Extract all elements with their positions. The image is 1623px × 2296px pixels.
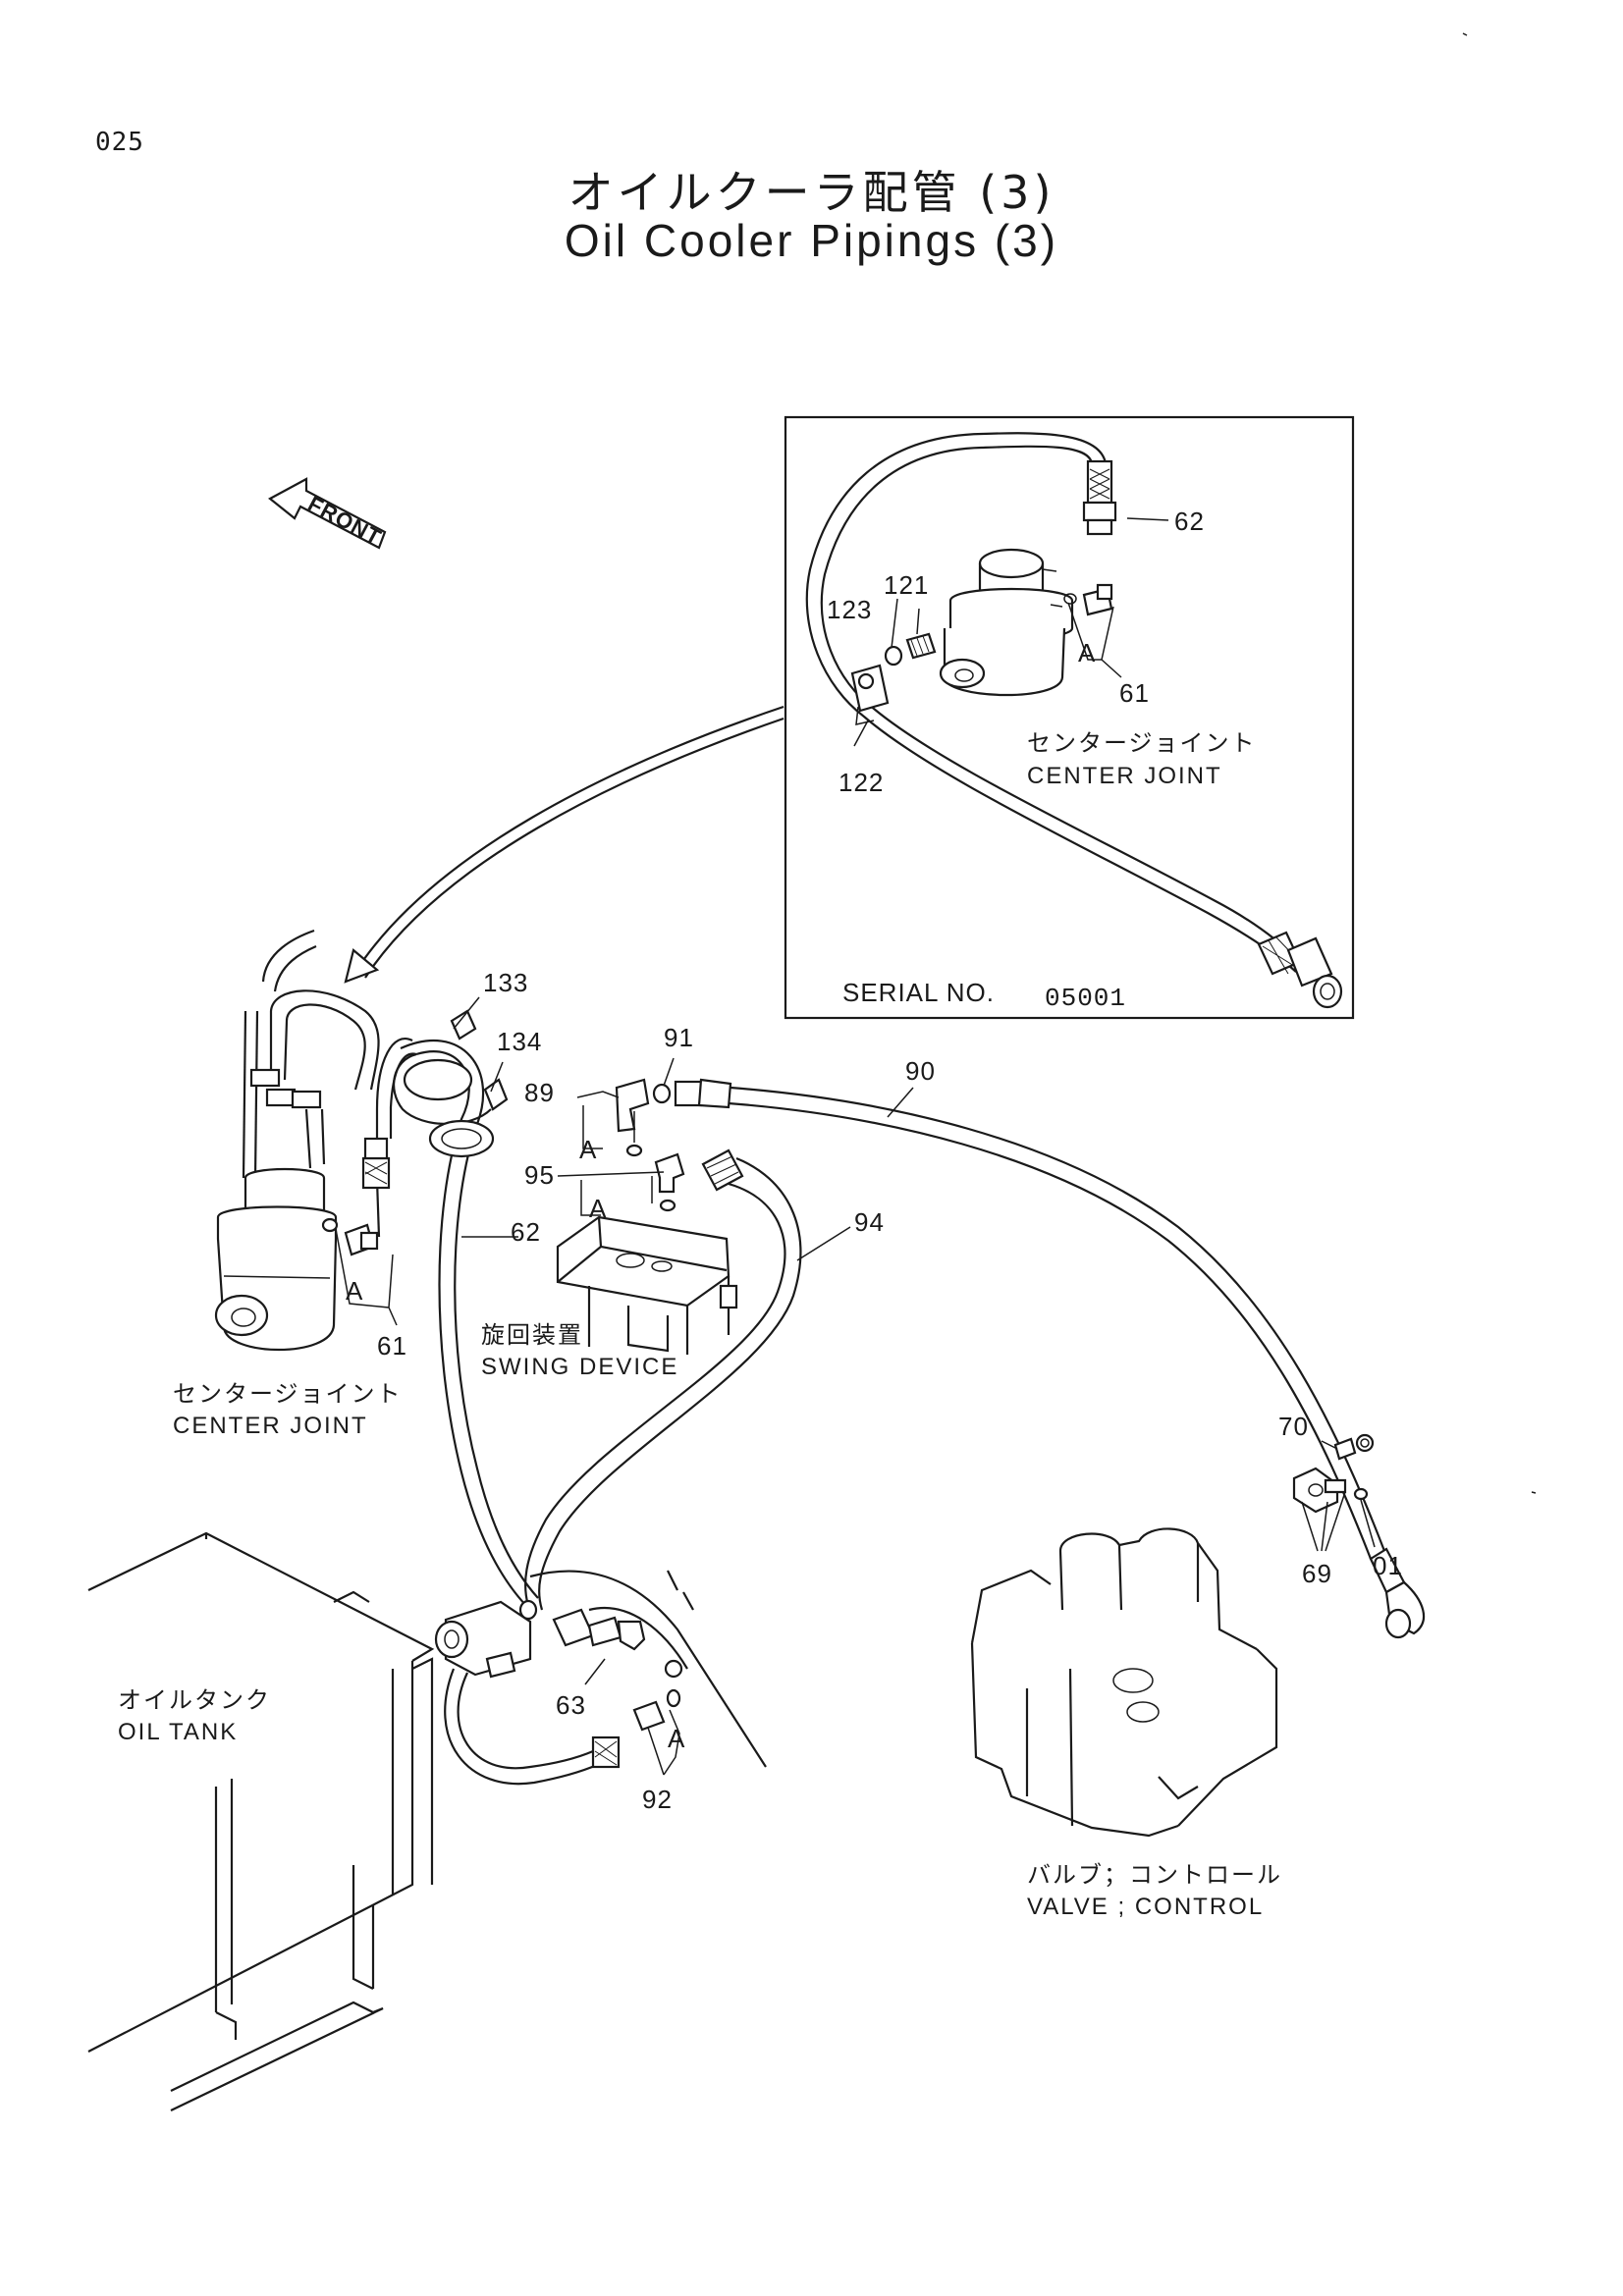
- callout-01: 01: [1373, 1551, 1403, 1580]
- front-direction-arrow: FRONT: [268, 477, 387, 550]
- leader-62-inset: [1126, 517, 1169, 521]
- center-joint-main: [214, 929, 391, 1352]
- leader-94: [796, 1226, 851, 1261]
- control-valve: [970, 1433, 1375, 1838]
- front-arrow-label: FRONT: [304, 491, 386, 550]
- callout-94: 94: [854, 1207, 885, 1237]
- leader-61: [335, 1228, 398, 1326]
- callout-70: 70: [1278, 1412, 1309, 1441]
- callout-a-inset: A: [1078, 638, 1096, 667]
- leader-133: [453, 996, 480, 1030]
- oil-cooler-connector: [434, 1570, 767, 1786]
- inset-center-joint-jp: センタージョイント: [1027, 730, 1257, 757]
- callout-62: 62: [511, 1217, 541, 1247]
- serial-number-value: 05001: [1045, 984, 1126, 1013]
- leader-01: [1360, 1499, 1376, 1548]
- swing-device-label-en: SWING DEVICE: [481, 1354, 678, 1380]
- inset-serial-box: 62 121 123 122 A 61 センタージョイント CENTER JOI…: [784, 415, 1355, 1020]
- leader-92: [647, 1709, 680, 1776]
- leader-89: [576, 1091, 635, 1149]
- callout-95: 95: [524, 1160, 555, 1190]
- hose-94: [523, 1148, 802, 1611]
- leader-95: [557, 1171, 665, 1216]
- callout-92: 92: [642, 1785, 673, 1814]
- callout-a-92: A: [668, 1724, 685, 1753]
- callout-90: 90: [905, 1056, 936, 1086]
- callout-61-inset: 61: [1119, 678, 1150, 708]
- inset-center-joint-en: CENTER JOINT: [1027, 763, 1222, 789]
- callout-89: 89: [524, 1078, 555, 1107]
- callout-133: 133: [483, 968, 528, 997]
- callout-62-inset: 62: [1174, 507, 1205, 536]
- inset-frame: [784, 415, 1355, 1020]
- callout-123: 123: [827, 595, 872, 624]
- callout-69: 69: [1302, 1559, 1332, 1588]
- swing-device-label-jp: 旋回装置: [481, 1322, 583, 1349]
- callout-122: 122: [839, 768, 884, 797]
- leader-69: [1301, 1491, 1346, 1552]
- callout-a-61: A: [346, 1276, 363, 1306]
- clamp-133-134: [403, 1009, 509, 1158]
- leader-70: [1321, 1440, 1338, 1450]
- leaders-inset-small: [853, 598, 920, 747]
- center-joint-label-jp: センタージョイント: [173, 1381, 403, 1408]
- inset-center-joint: [884, 548, 1113, 697]
- callout-91: 91: [664, 1023, 694, 1052]
- callout-61: 61: [377, 1331, 407, 1361]
- leader-61-inset: [1067, 602, 1122, 678]
- serial-number-label: SERIAL NO.: [842, 978, 995, 1007]
- scan-marks: [1462, 32, 1537, 1494]
- callout-121: 121: [884, 570, 929, 600]
- leader-91: [663, 1057, 675, 1087]
- swing-device: [556, 1078, 738, 1355]
- page-number: 025: [95, 128, 144, 157]
- leader-63: [584, 1658, 606, 1685]
- page-title-english: Oil Cooler Pipings (3): [564, 215, 1059, 266]
- page-title-japanese: オイルクーラ配管 (3): [568, 166, 1055, 219]
- callout-134: 134: [497, 1027, 542, 1056]
- center-joint-label-en: CENTER JOINT: [173, 1413, 368, 1439]
- inset-reference-arrow: [344, 705, 784, 984]
- leader-90: [887, 1087, 914, 1118]
- oil-tank: [87, 1531, 435, 2111]
- callout-a-89: A: [579, 1135, 597, 1164]
- leader-134: [490, 1061, 504, 1093]
- control-valve-label-jp: バルブ；コントロール: [1027, 1862, 1282, 1889]
- oil-tank-label-jp: オイルタンク: [118, 1687, 271, 1714]
- oil-tank-label-en: OIL TANK: [118, 1719, 238, 1745]
- hose-90: [674, 1078, 1425, 1639]
- callout-63: 63: [556, 1690, 586, 1720]
- control-valve-label-en: VALVE ; CONTROL: [1027, 1894, 1264, 1920]
- callout-a-95: A: [589, 1194, 607, 1223]
